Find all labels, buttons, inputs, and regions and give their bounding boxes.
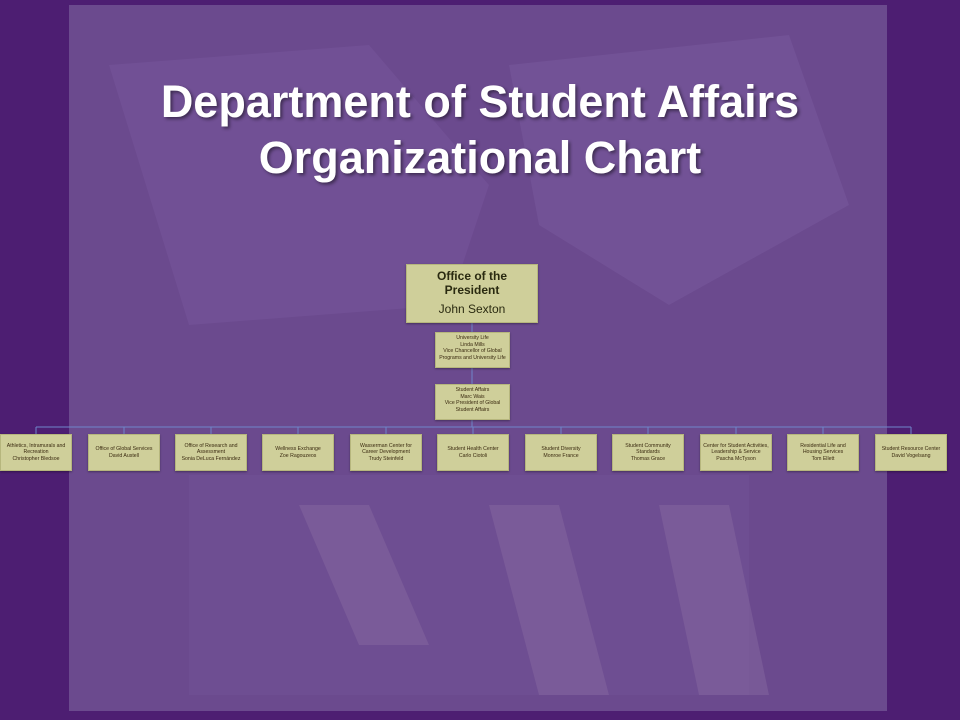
org-node-community-standards: Student Community Standards Thomas Grace [612,434,684,471]
node-person: Thomas Grace [630,455,666,462]
node-person: Carlo Ciotoli [458,452,488,459]
node-title: Office of Global Services [95,445,153,452]
node-person: Tom Ellett [811,455,835,462]
background-panel [69,5,887,711]
node-person: Marc Wais [460,393,485,400]
org-node-president: Office of the President John Sexton [406,264,538,323]
org-node-global-services: Office of Global Services David Austell [88,434,160,471]
node-role: Vice President of Global Student Affairs [444,400,501,413]
node-person: Linda Mills [460,341,485,348]
node-person: David Vogelsang [891,452,931,459]
node-title: Student Affairs [455,387,490,393]
org-node-student-activities: Center for Student Activities, Leadershi… [700,434,772,471]
node-title: Student Community Standards [625,442,671,456]
org-node-student-health-center: Student Health Center Carlo Ciotoli [437,434,509,471]
node-title: Student Diversity [541,445,581,452]
org-node-wasserman-center: Wasserman Center for Career Development … [350,434,422,471]
node-person: Monroe France [543,452,579,459]
node-title: Wellness Exchange [275,445,321,452]
node-title: Office of Research and Assessment [184,442,238,456]
org-node-wellness-exchange: Wellness Exchange Zoe Ragouzeos [262,434,334,471]
node-title: Wasserman Center for Career Development [360,442,412,456]
node-person: John Sexton [438,302,506,316]
node-title: Office of the President [436,269,507,297]
node-person: Trudy Steinfeld [368,455,404,462]
background-logo-graphic [109,35,849,695]
node-title: Athletics, Intramurals and Recreation [6,442,66,456]
org-node-university-life: University Life Linda Mills Vice Chancel… [435,332,510,368]
org-node-student-affairs: Student Affairs Marc Wais Vice President… [435,384,510,420]
node-role: Vice Chancellor of Global Programs and U… [439,348,506,361]
org-node-student-diversity: Student Diversity Monroe France [525,434,597,471]
title-line-1: Department of Student Affairs [160,76,800,127]
node-person: David Austell [109,452,139,459]
node-title: Student Health Center [447,445,499,452]
node-title: Student Resource Center [881,445,941,452]
page-title: Department of Student Affairs Organizati… [0,74,960,186]
org-node-research-assessment: Office of Research and Assessment Sonia … [175,434,247,471]
org-node-athletics: Athletics, Intramurals and Recreation Ch… [0,434,72,471]
node-title: Center for Student Activities, Leadershi… [703,442,769,456]
node-person: Zoe Ragouzeos [279,452,317,459]
node-person: Sonia DeLuca Fernández [181,455,241,462]
node-person: Christopher Bledsoe [12,455,60,462]
node-title: University Life [456,335,489,341]
org-node-student-resource-center: Student Resource Center David Vogelsang [875,434,947,471]
node-person: Pascha McTyson [716,455,756,462]
org-node-residential-life: Residential Life and Housing Services To… [787,434,859,471]
node-title: Residential Life and Housing Services [800,442,846,456]
title-line-2: Organizational Chart [258,132,702,183]
